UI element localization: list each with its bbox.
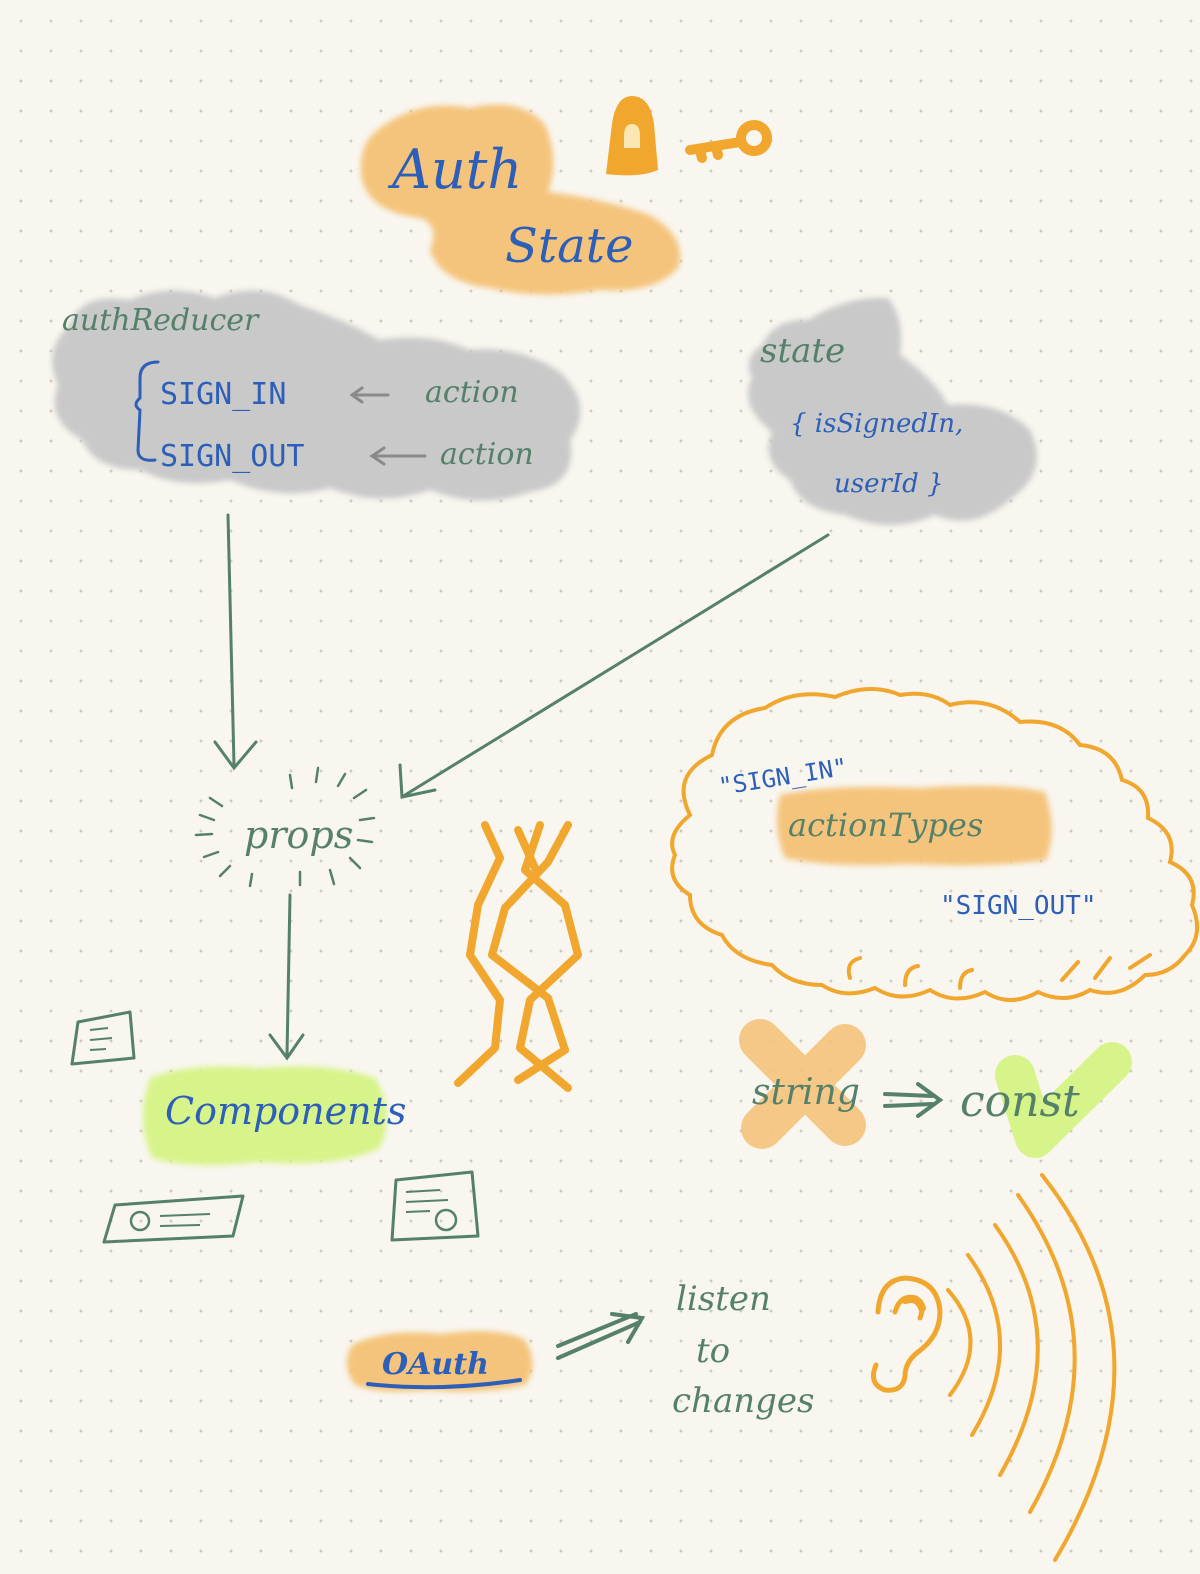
title-auth: Auth [387,138,522,201]
reducer-bracket [134,360,160,462]
state-line-1: { isSignedIn, [790,409,963,439]
arrow-reducer-to-props [213,513,258,771]
reducer-name: authReducer [62,303,260,338]
cross-mark-icon [739,1019,866,1149]
arrow-oauth-to-listen [556,1312,646,1360]
components-label: Components [165,1089,406,1133]
action-label-1: action [425,375,519,410]
action-types-highlight [776,785,1052,866]
ear-icon [871,1275,943,1393]
props-burst-icon [194,766,376,888]
oauth-label: OAuth [382,1347,489,1382]
oauth-underline [366,1378,522,1390]
case-sign-out: SIGN_OUT [160,439,305,474]
props-label: props [244,813,353,857]
double-arrow-icon [883,1082,944,1118]
arrow-state-to-props [398,533,830,799]
action-types-cloud [670,686,1200,1002]
action-label-2: action [440,437,534,472]
state-label: state [760,331,845,371]
arrow-left-icon [349,386,427,466]
oauth-highlight [346,1331,533,1392]
state-line-2: userId } [834,469,944,499]
components-highlight [142,1066,387,1166]
title-highlight [360,104,681,295]
sound-waves-icon [946,1173,1117,1562]
lock-icon [606,96,658,176]
const-label: const [960,1076,1080,1127]
document-icon [70,1010,136,1066]
id-card-photo-icon [390,1170,480,1242]
listen-line-1: listen [676,1279,771,1319]
listen-line-3: changes [672,1381,814,1421]
listen-line-2: to [696,1331,730,1371]
reducer-cloud [52,290,581,501]
key-icon [685,120,772,163]
state-cloud [747,297,1037,525]
action-type-sign-out: "SIGN_OUT" [940,891,1097,921]
arrow-props-to-components [268,893,305,1061]
string-label: string [752,1072,860,1113]
case-sign-in: SIGN_IN [160,377,286,412]
action-types-label: actionTypes [788,806,983,844]
check-mark-icon [995,1042,1132,1158]
braid-icon [454,821,582,1092]
id-card-icon [102,1194,245,1244]
title-state: State [505,218,633,274]
